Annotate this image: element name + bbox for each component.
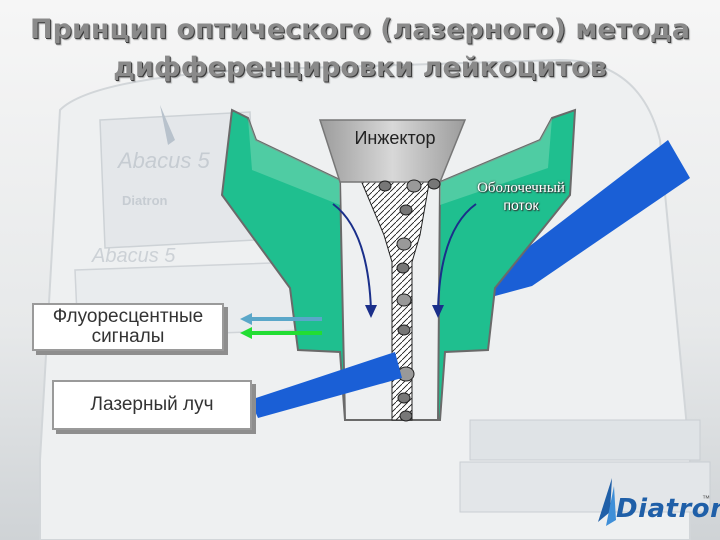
- fluorescent-signals-box: Флуоресцентные сигналы: [32, 303, 224, 351]
- fluorescent-signals-line-2: сигналы: [34, 327, 222, 347]
- injector-label: Инжектор: [330, 128, 460, 149]
- background-logo-abacus-2: Abacus 5: [91, 245, 176, 267]
- page-title-line-2: дифференцировки лейкоцитов: [0, 52, 720, 83]
- diatron-trademark: ™: [702, 494, 710, 503]
- sheath-flow-label: Оболочечный поток: [456, 180, 586, 214]
- page-title-line-1: Принцип оптического (лазерного) метода: [0, 14, 720, 45]
- background-logo-abacus-1: Abacus 5: [116, 148, 210, 173]
- sheath-flow-label-line-2: поток: [456, 197, 586, 214]
- sheath-flow-label-line-1: Оболочечный: [456, 180, 586, 197]
- laser-beam-box: Лазерный луч: [52, 380, 252, 430]
- laser-beam-label: Лазерный луч: [91, 394, 214, 415]
- fluorescent-signals-line-1: Флуоресцентные: [34, 307, 222, 327]
- background-logo-diatron: Diatron: [122, 193, 168, 208]
